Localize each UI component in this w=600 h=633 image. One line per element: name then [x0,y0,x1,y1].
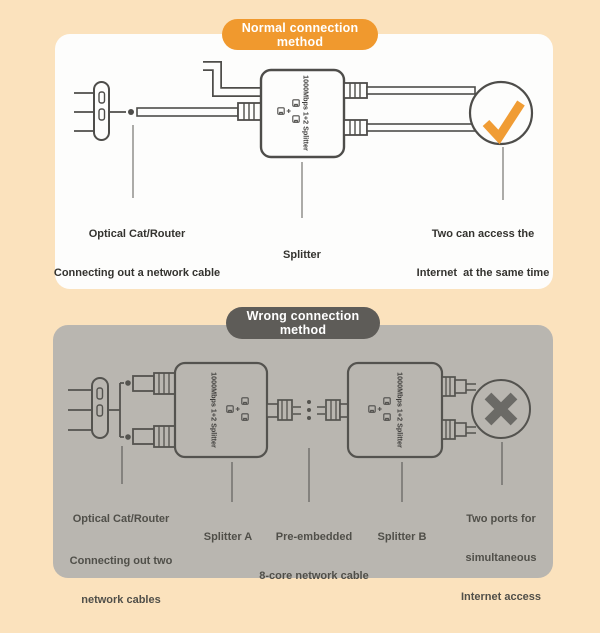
wrong-method-badge: Wrong connection method [226,307,380,339]
label-line: Pre-embedded [275,531,353,543]
label-result-wrong: Two ports for simultaneous Internet acce… [431,487,571,630]
wrong-diagram: 1000Mbps 1+2 Splitter 10 [68,361,531,502]
pre-embedded-cable [266,399,352,421]
label-line: Connecting out a network cable [53,267,221,279]
label-router-normal: Optical Cat/Router Connecting out a netw… [37,202,237,306]
leader-lines-normal [132,125,504,218]
splitter-device-normal: 1000Mbps 1+2 Splitter [259,68,346,159]
label-line: Internet access [460,591,542,603]
router-device-normal [93,81,110,141]
label-line: Connecting out two [69,555,173,567]
output-cables-normal [343,82,476,136]
input-plugs-wrong [132,372,176,448]
splitter-b-device: 1000Mbps 1+2 Splitter [346,361,444,459]
incoming-lines [74,92,94,132]
network-cable-normal [136,102,263,121]
wrong-method-panel [53,325,553,578]
label-line: Two can access the [431,228,535,240]
splitter-b-label: 1000Mbps 1+2 Splitter [396,372,405,448]
router-device-wrong [91,377,109,439]
connection-diagram: 1000Mbps 1+2 Splitter [68,61,534,502]
splitter-a-label: 1000Mbps 1+2 Splitter [210,372,219,448]
incoming-lines-wrong [68,389,92,431]
label-line: simultaneous [465,552,537,564]
splitter-device-label: 1000Mbps 1+2 Splitter [302,75,311,151]
label-line: Optical Cat/Router [72,513,170,525]
label-splitter-b: Splitter B [352,505,452,570]
normal-method-badge: Normal connection method [222,19,378,50]
infographic-canvas: 1000Mbps 1+2 Splitter [37,19,568,606]
label-line: Two ports for [466,513,536,525]
check-icon [482,100,525,145]
label-line: Splitter B [377,531,427,543]
check-circle [468,80,534,146]
splitter-a-device: 1000Mbps 1+2 Splitter [173,361,269,459]
cable-fork [108,380,131,440]
output-plugs-wrong [441,376,476,440]
bent-cable [203,61,262,97]
label-line: Optical Cat/Router [88,228,186,240]
label-result-normal: Two can access the Internet at the same … [398,202,568,306]
label-line: network cables [81,594,161,606]
label-splitter-normal: Splitter [252,223,352,288]
label-line: 8-core network cable [259,570,369,582]
label-line: Splitter [283,249,321,261]
label-line: Splitter A [203,531,253,543]
leader-lines-wrong [121,442,503,502]
x-circle [471,379,531,439]
label-splitter-a: Splitter A [178,505,278,570]
label-line: Internet at the same time [416,267,550,279]
normal-diagram: 1000Mbps 1+2 Splitter [74,61,534,218]
x-icon [484,392,518,426]
label-cable-wrong: Pre-embedded 8-core network cable [244,505,384,609]
